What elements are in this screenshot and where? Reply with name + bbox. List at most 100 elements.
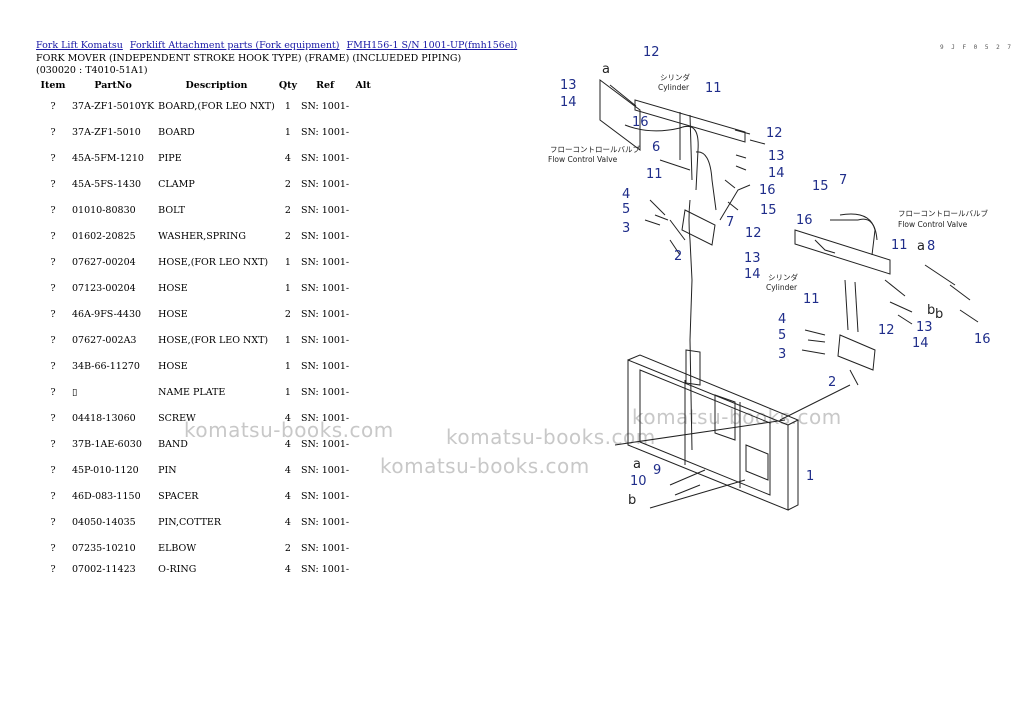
cell-alt bbox=[351, 197, 375, 223]
cell-item: ? bbox=[50, 412, 56, 424]
cell-partno: 37A-ZF1-5010YK bbox=[72, 100, 155, 112]
callout-number: 1 bbox=[806, 469, 814, 484]
cell-description: HOSE,(FOR LEO NXT) bbox=[158, 334, 269, 346]
breadcrumb-link-category[interactable]: Forklift Attachment parts (Fork equipmen… bbox=[129, 40, 340, 51]
reference-letter: a bbox=[602, 62, 610, 77]
cell-qty: 1 bbox=[284, 256, 291, 268]
reference-letter: b bbox=[927, 303, 935, 318]
callout-number: 14 bbox=[768, 166, 785, 181]
cell-item: ? bbox=[50, 386, 56, 398]
callout-number: 15 bbox=[760, 203, 777, 218]
cell-description: ELBOW bbox=[158, 542, 197, 554]
cell-qty: 4 bbox=[284, 464, 291, 476]
parts-diagram: 12 13 14 11 16 6 12 13 14 11 16 15 4 5 3… bbox=[548, 45, 990, 511]
cell-description: BOLT bbox=[158, 204, 185, 216]
annotation-label: シリンダ bbox=[660, 72, 690, 82]
cell-partno: 07123-00204 bbox=[72, 282, 136, 294]
cell-ref: SN: 1001- bbox=[301, 563, 350, 575]
reference-letter: a bbox=[917, 239, 925, 254]
annotation-label: フローコントロールバルブ bbox=[898, 208, 988, 218]
callout-number: 3 bbox=[622, 221, 630, 236]
cell-description: BAND bbox=[158, 438, 188, 450]
breadcrumb-link-brand[interactable]: Fork Lift Komatsu bbox=[36, 40, 123, 51]
cell-ref: SN: 1001- bbox=[301, 438, 350, 450]
cell-description: SCREW bbox=[158, 412, 196, 424]
parts-table-header: Item PartNo Description Qty Ref Alt bbox=[36, 77, 375, 93]
watermark-text: komatsu-books.com bbox=[184, 418, 394, 442]
callout-number: 7 bbox=[726, 215, 734, 230]
annotation-label: Cylinder bbox=[766, 283, 798, 292]
callout-number: 12 bbox=[745, 226, 762, 241]
cell-item: ? bbox=[50, 464, 56, 476]
cell-item: ? bbox=[50, 563, 56, 575]
cell-item: ? bbox=[50, 334, 56, 346]
callout-number: 13 bbox=[916, 320, 933, 335]
cell-qty: 1 bbox=[284, 100, 291, 112]
cell-partno: 37B-1AE-6030 bbox=[72, 438, 142, 450]
callout-group: 12 13 14 11 16 6 12 13 14 11 16 15 4 5 3… bbox=[560, 45, 990, 489]
cell-qty: 1 bbox=[284, 360, 291, 372]
annotation-label: シリンダ bbox=[768, 272, 798, 282]
cell-qty: 2 bbox=[284, 230, 291, 242]
cell-qty: 1 bbox=[284, 386, 291, 398]
cell-description: WASHER,SPRING bbox=[158, 230, 246, 242]
cell-partno: 01010-80830 bbox=[72, 204, 136, 216]
callout-number: 13 bbox=[744, 251, 761, 266]
callout-number: 11 bbox=[646, 167, 663, 182]
cell-item: ? bbox=[50, 438, 56, 450]
cell-description: PIN bbox=[158, 464, 177, 476]
callout-number: 10 bbox=[630, 474, 647, 489]
cell-partno: 01602-20825 bbox=[72, 230, 136, 242]
cell-description: O-RING bbox=[158, 563, 197, 575]
cell-alt bbox=[351, 249, 375, 275]
cell-qty: 4 bbox=[284, 438, 291, 450]
cell-alt bbox=[351, 379, 375, 405]
reference-letter-group: a a b b a b bbox=[602, 62, 943, 508]
cell-partno: 45P-010-1120 bbox=[72, 464, 139, 476]
cell-qty: 1 bbox=[284, 282, 291, 294]
cell-ref: SN: 1001- bbox=[301, 230, 350, 242]
cell-description: SPACER bbox=[158, 490, 199, 502]
cell-partno: 07627-00204 bbox=[72, 256, 136, 268]
cell-ref: SN: 1001- bbox=[301, 464, 350, 476]
column-header-partno: PartNo bbox=[94, 79, 132, 91]
reference-letter: b bbox=[628, 493, 636, 508]
callout-number: 16 bbox=[632, 115, 649, 130]
cell-description: HOSE bbox=[158, 308, 188, 320]
callout-number: 4 bbox=[622, 187, 630, 202]
callout-number: 11 bbox=[803, 292, 820, 307]
cell-alt bbox=[351, 353, 375, 379]
cell-description: BOARD bbox=[158, 126, 195, 138]
callout-number: 8 bbox=[927, 239, 935, 254]
cell-partno: 45A-5FM-1210 bbox=[72, 152, 144, 164]
cell-alt bbox=[351, 457, 375, 483]
watermark-text: komatsu-books.com bbox=[446, 425, 656, 449]
cell-item: ? bbox=[50, 126, 56, 138]
cell-description: PIN,COTTER bbox=[158, 516, 222, 528]
cell-ref: SN: 1001- bbox=[301, 308, 350, 320]
callout-number: 14 bbox=[744, 267, 761, 282]
cell-ref: SN: 1001- bbox=[301, 256, 350, 268]
breadcrumb-link-model[interactable]: FMH156-1 S/N 1001-UP(fmh156el) bbox=[346, 40, 518, 51]
callout-number: 12 bbox=[766, 126, 783, 141]
cell-item: ? bbox=[50, 360, 56, 372]
cell-qty: 4 bbox=[284, 516, 291, 528]
callout-number: 13 bbox=[560, 78, 577, 93]
callout-number: 2 bbox=[674, 249, 682, 264]
cell-item: ? bbox=[50, 490, 56, 502]
column-header-qty: Qty bbox=[278, 79, 298, 91]
cell-item: ? bbox=[50, 542, 56, 554]
callout-number: 2 bbox=[828, 375, 836, 390]
cell-partno: 46D-083-1150 bbox=[72, 490, 141, 502]
callout-number: 14 bbox=[560, 95, 577, 110]
